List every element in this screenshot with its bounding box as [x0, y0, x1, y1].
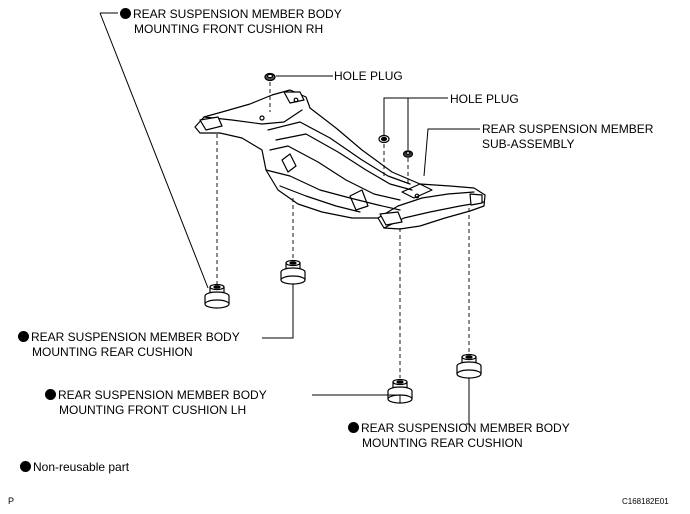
hole-plug-top [264, 72, 276, 82]
label-rear-cushion-left-line2: MOUNTING REAR CUSHION [32, 345, 193, 359]
label-rear-cushion-right-line1: REAR SUSPENSION MEMBER BODY [361, 421, 570, 435]
legend: Non-reusable part [20, 460, 129, 475]
label-sub-assembly-line1: REAR SUSPENSION MEMBER [482, 122, 654, 136]
leader-lines [99, 12, 480, 425]
label-front-cushion-rh-line1: REAR SUSPENSION MEMBER BODY [133, 7, 342, 21]
cushion-rear-left [280, 259, 306, 285]
label-front-cushion-rh-line2: MOUNTING FRONT CUSHION RH [134, 22, 324, 36]
label-rear-cushion-left-line1: REAR SUSPENSION MEMBER BODY [31, 330, 240, 344]
label-rear-cushion-left: REAR SUSPENSION MEMBER BODY MOUNTING REA… [18, 330, 240, 360]
figure-code: C168182E01 [622, 494, 669, 509]
label-front-cushion-lh-line1: REAR SUSPENSION MEMBER BODY [58, 388, 267, 402]
non-reusable-icon [18, 331, 29, 342]
label-front-cushion-lh: REAR SUSPENSION MEMBER BODY MOUNTING FRO… [45, 388, 267, 418]
legend-text: Non-reusable part [33, 460, 130, 474]
non-reusable-icon [348, 422, 359, 433]
label-sub-assembly: REAR SUSPENSION MEMBER SUB-ASSEMBLY [482, 122, 653, 152]
hole-plug-mid-right [402, 150, 414, 158]
label-front-cushion-lh-line2: MOUNTING FRONT CUSHION LH [59, 403, 247, 417]
label-hole-plug-mid: HOLE PLUG [450, 92, 519, 107]
non-reusable-icon [20, 461, 31, 472]
corner-code: P [8, 494, 14, 509]
non-reusable-icon [45, 389, 56, 400]
alignment-lines [216, 82, 470, 378]
figure-code-text: C168182E01 [622, 497, 669, 506]
label-sub-assembly-line2: SUB-ASSEMBLY [482, 137, 575, 151]
label-rear-cushion-right: REAR SUSPENSION MEMBER BODY MOUNTING REA… [348, 421, 570, 451]
corner-code-text: P [8, 496, 15, 506]
cushion-rear-right [456, 353, 482, 379]
cushion-front-lh [387, 378, 413, 404]
label-hole-plug-top: HOLE PLUG [334, 69, 403, 84]
hole-plug-mid-left [378, 134, 390, 144]
label-hole-plug-mid-text: HOLE PLUG [450, 92, 519, 106]
label-hole-plug-top-text: HOLE PLUG [334, 69, 403, 83]
rear-suspension-member [194, 89, 486, 230]
label-rear-cushion-right-line2: MOUNTING REAR CUSHION [362, 436, 523, 450]
cushion-front-rh [204, 283, 230, 309]
label-front-cushion-rh: REAR SUSPENSION MEMBER BODY MOUNTING FRO… [120, 7, 342, 37]
non-reusable-icon [120, 8, 131, 19]
